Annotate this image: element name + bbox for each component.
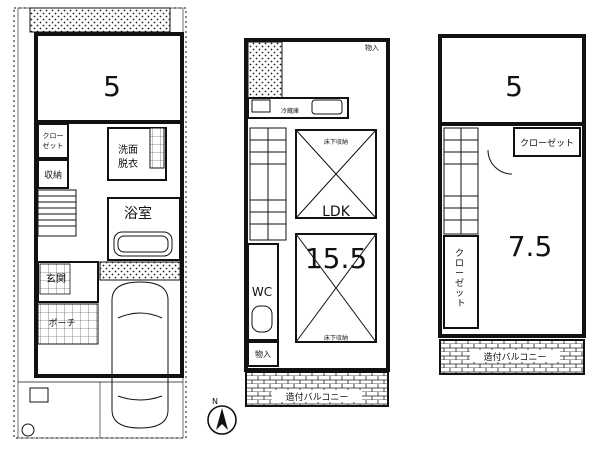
ldk-size: 15.5 <box>305 242 367 275</box>
car-outline <box>111 281 169 429</box>
washroom-label-1: 洗面 <box>118 144 138 156</box>
room-3-size: 7.5 <box>508 230 553 263</box>
wc-label: WC <box>252 285 272 299</box>
storage-top-label: 物入 <box>365 43 379 52</box>
stairs-2 <box>249 127 287 241</box>
porch-label: ポーチ <box>48 318 75 329</box>
stairs-1 <box>37 189 77 237</box>
storage-label: 収納 <box>44 169 62 181</box>
bathtub <box>113 231 173 257</box>
planting-strip <box>29 7 171 33</box>
compass: N <box>207 397 237 435</box>
storage-bottom-label: 物入 <box>255 349 271 359</box>
balcony-3-label: 造付バルコニー <box>484 351 547 363</box>
balcony-2-label: 造付バルコニー <box>286 391 349 403</box>
fridge-label: 冷蔵庫 <box>281 107 299 115</box>
room-3-top-size: 5 <box>505 70 523 103</box>
under-storage-label-1: 床下収納 <box>324 138 348 146</box>
room-1-size: 5 <box>103 70 121 103</box>
floor-2: 物入 冷蔵庫 床下収納 LDK 15.5 床下収納 WC <box>244 38 390 407</box>
closet-small-label-2: ゼット <box>43 141 64 150</box>
compass-label: N <box>212 397 218 406</box>
floor-3: 5 クローゼット ク ロ ー ゼ ッ ト 7.5 造 <box>438 34 586 375</box>
under-storage-label-2: 床下収納 <box>324 334 348 342</box>
washroom-label-2: 脱衣 <box>118 157 138 170</box>
closet-top-label: クローゼット <box>520 137 574 149</box>
closet-small-label: クロー <box>43 132 64 140</box>
stairs-3 <box>443 127 479 235</box>
entrance-label: 玄関 <box>46 272 66 285</box>
bath-label: 浴室 <box>124 205 152 222</box>
ldk-label: LDK <box>322 204 351 220</box>
floor-1: 5 クロー ゼット 収納 洗面 脱衣 浴室 玄関 <box>13 7 187 439</box>
closet-side-label: ク ロ ー ゼ ッ ト <box>455 248 467 309</box>
